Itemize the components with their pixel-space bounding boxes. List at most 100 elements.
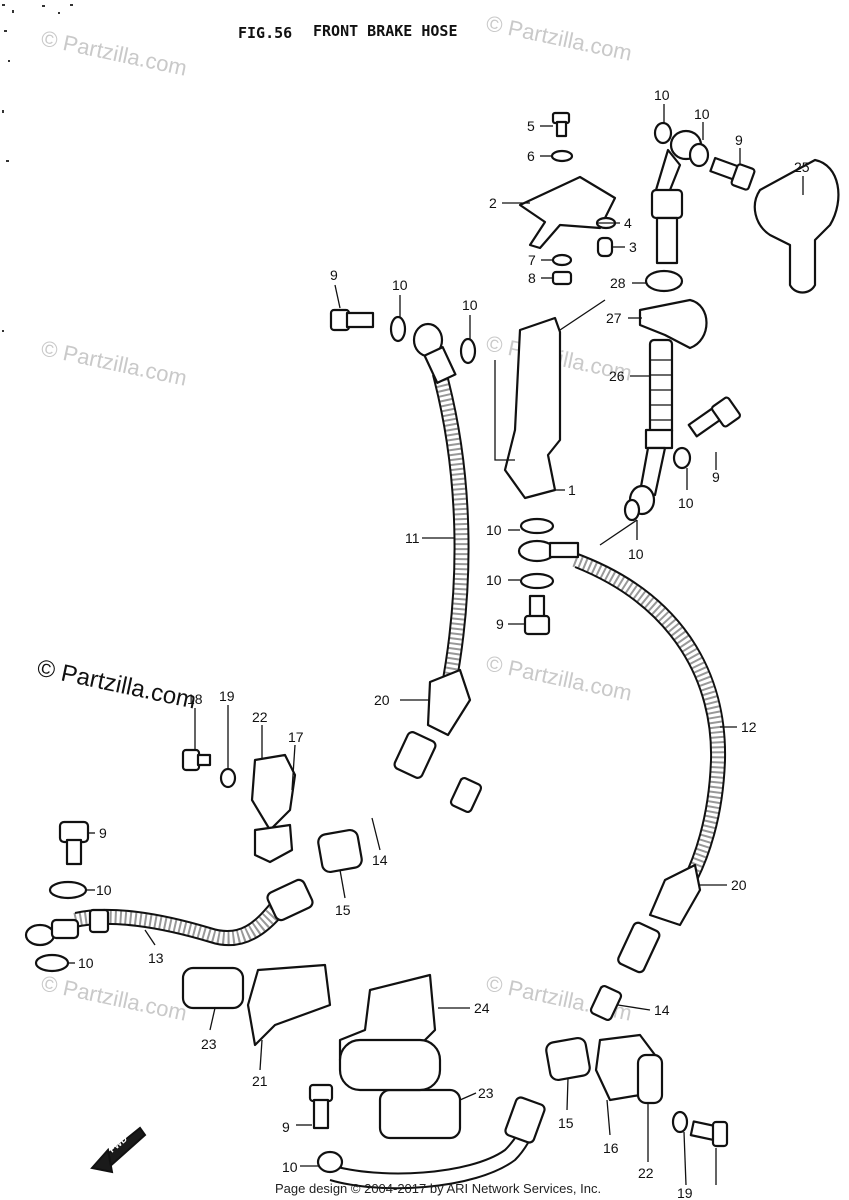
callout-16: 16 — [603, 1140, 619, 1156]
callout-22: 22 — [252, 709, 268, 725]
washer-10 — [34, 953, 70, 973]
cap-25 — [753, 158, 840, 294]
clamp-27 — [638, 298, 708, 350]
callout-15: 15 — [335, 902, 351, 918]
watermark-text: © Partzilla.com — [39, 970, 189, 1025]
callout-26: 26 — [609, 368, 625, 384]
union-bolt-9-center — [523, 594, 551, 636]
washer-19 — [219, 767, 237, 789]
washer-6 — [550, 149, 574, 163]
callout-8: 8 — [528, 270, 536, 286]
callout-3: 3 — [629, 239, 637, 255]
callout-13: 13 — [148, 950, 164, 966]
callout-9: 9 — [496, 616, 504, 632]
brake-hose-11 — [432, 373, 470, 692]
washer-7 — [551, 253, 573, 267]
callout-2: 2 — [489, 195, 497, 211]
brake-hose-26 — [628, 338, 674, 516]
callout-14: 14 — [654, 1002, 670, 1018]
washer-10 — [389, 315, 407, 343]
protector-20 — [426, 668, 472, 737]
callout-17: 17 — [288, 729, 304, 745]
callout-23: 23 — [478, 1085, 494, 1101]
watermark-text: © Partzilla.com — [39, 25, 189, 80]
callout-6: 6 — [527, 148, 535, 164]
grommet-15 — [545, 1036, 591, 1082]
callout-numbers: 5 6 2 4 3 7 8 10 10 9 25 28 27 26 9 10 1… — [78, 87, 810, 1200]
union-bolt-9-right — [687, 396, 741, 438]
grommet-28 — [644, 269, 684, 293]
clamp-22 — [636, 1053, 664, 1105]
callout-10: 10 — [486, 572, 502, 588]
callout-9: 9 — [99, 825, 107, 841]
callout-10: 10 — [462, 297, 478, 313]
washer-10 — [519, 517, 555, 535]
washer-10 — [519, 572, 555, 590]
callout-19: 19 — [677, 1185, 693, 1200]
hose-end-fitting — [504, 1096, 546, 1144]
leader-lines — [68, 104, 804, 1186]
scan-noise — [2, 4, 73, 332]
callout-10: 10 — [392, 277, 408, 293]
washer-10 — [672, 446, 692, 470]
callout-10: 10 — [678, 495, 694, 511]
callout-4: 4 — [624, 215, 632, 231]
bolt-19 — [689, 1120, 729, 1148]
hose-joint-1 — [494, 299, 606, 500]
union-bolt-9-left — [329, 308, 375, 332]
callout-10: 10 — [654, 87, 670, 103]
protector-20 — [648, 863, 702, 927]
callout-15: 15 — [558, 1115, 574, 1131]
callout-10: 10 — [282, 1159, 298, 1175]
bolt-5 — [551, 111, 571, 138]
grommet-23 — [378, 1088, 462, 1140]
callout-1: 1 — [568, 482, 576, 498]
callout-10: 10 — [78, 955, 94, 971]
bolt-18 — [181, 748, 212, 772]
banjo-fitting-12 — [517, 539, 580, 563]
banjo-fitting-top — [650, 121, 710, 265]
brake-hose-12 — [572, 552, 727, 884]
callout-19: 19 — [219, 688, 235, 704]
callout-18: 18 — [187, 691, 203, 707]
callout-28: 28 — [610, 275, 626, 291]
union-bolt-9-top — [709, 156, 756, 191]
watermark-text: © Partzilla.com — [484, 650, 634, 705]
washer-19 — [671, 1110, 689, 1134]
callout-22: 22 — [638, 1165, 654, 1181]
clamp-22 — [250, 753, 297, 832]
union-bolt-9-bottom — [308, 1083, 334, 1130]
hose-end-fitting-12 — [589, 921, 661, 1022]
grommet-24-sleeve — [338, 1038, 442, 1092]
callout-10: 10 — [486, 522, 502, 538]
callout-23: 23 — [201, 1036, 217, 1052]
callout-20: 20 — [374, 692, 390, 708]
hose-end-fitting-11 — [393, 731, 483, 814]
grommet-23 — [181, 966, 245, 1010]
union-bolt-9-lower-left — [58, 820, 90, 866]
watermark-text: © Partzilla.com — [484, 10, 634, 65]
callout-9: 9 — [282, 1119, 290, 1135]
washer-10 — [623, 498, 641, 522]
callout-9: 9 — [330, 267, 338, 283]
callout-25: 25 — [794, 159, 810, 175]
watermarks: © Partzilla.com © Partzilla.com © Partzi… — [35, 10, 634, 1025]
washer-10 — [316, 1150, 344, 1174]
banjo-fitting-13 — [24, 878, 314, 947]
grommet-15 — [317, 828, 363, 874]
callout-10: 10 — [628, 546, 644, 562]
callout-20: 20 — [731, 877, 747, 893]
washer-10 — [459, 337, 477, 365]
callout-7: 7 — [528, 252, 536, 268]
fig-title: FRONT BRAKE HOSE — [313, 22, 458, 40]
watermark-text: © Partzilla.com — [39, 335, 189, 390]
nut-8 — [551, 270, 573, 286]
washer-10 — [48, 880, 88, 900]
callout-27: 27 — [606, 310, 622, 326]
callout-5: 5 — [527, 118, 535, 134]
callout-24: 24 — [474, 1000, 490, 1016]
banjo-fitting-11 — [412, 322, 457, 384]
watermark-text-dark: © Partzilla.com — [35, 654, 199, 714]
callout-9: 9 — [735, 132, 743, 148]
